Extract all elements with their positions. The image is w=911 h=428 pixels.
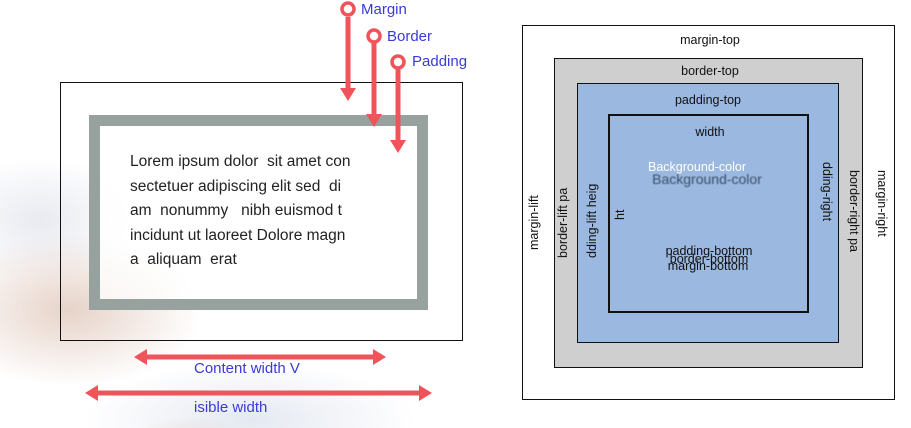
- height-label: ht: [613, 209, 627, 220]
- lorem-line: a aliquam erat: [130, 251, 237, 268]
- border-right-label: border-right pa: [847, 170, 861, 252]
- padding-bottom-label: padding-bottom: [665, 244, 753, 258]
- visible-width-arrow: [85, 385, 432, 401]
- border-top-label: border-top: [681, 64, 739, 78]
- padding-left-label: dding-lift heig: [585, 183, 599, 258]
- lorem-line: Lorem ipsum dolor sit amet con: [130, 153, 351, 170]
- padding-right-label: dding-right: [820, 162, 834, 222]
- padding-label: Padding: [412, 53, 468, 70]
- border-arrow: [366, 28, 382, 127]
- margin-arrow: [340, 1, 356, 101]
- padding-arrow: [390, 54, 406, 153]
- content-width-arrow: [134, 349, 386, 365]
- margin-outline: [60, 82, 463, 341]
- lorem-line: incidunt ut laoreet Dolore magn: [130, 226, 346, 244]
- margin-bottom-label: margin-bottom: [667, 259, 749, 273]
- visible-width-label: isible width: [194, 399, 268, 416]
- margin-top-label: margin-top: [680, 33, 740, 47]
- border-box: [89, 115, 428, 310]
- border-left-label: border-lift pa: [556, 187, 570, 258]
- border-label: Border: [387, 28, 433, 45]
- lorem-line: sectetuer adipiscing elit sed di: [130, 177, 342, 195]
- margin-right-label: margin-right: [875, 170, 889, 237]
- width-label: width: [695, 125, 725, 139]
- lorem-text: Lorem ipsum dolor sit amet con sectetuer …: [130, 150, 395, 273]
- margin-left-label: margin-lift: [527, 195, 541, 250]
- lorem-line: am nonummy nibh euismod t: [130, 202, 342, 219]
- content-width-label: Content width V: [194, 360, 300, 377]
- padding-top-label: padding-top: [674, 93, 742, 107]
- background-color-shadow-label: Background-color: [652, 171, 762, 187]
- background-color-label: Background-color: [648, 160, 746, 174]
- margin-label: Margin: [361, 1, 407, 18]
- border-bottom-label: border-bottom: [669, 252, 749, 266]
- box-model-content-area: [608, 114, 809, 313]
